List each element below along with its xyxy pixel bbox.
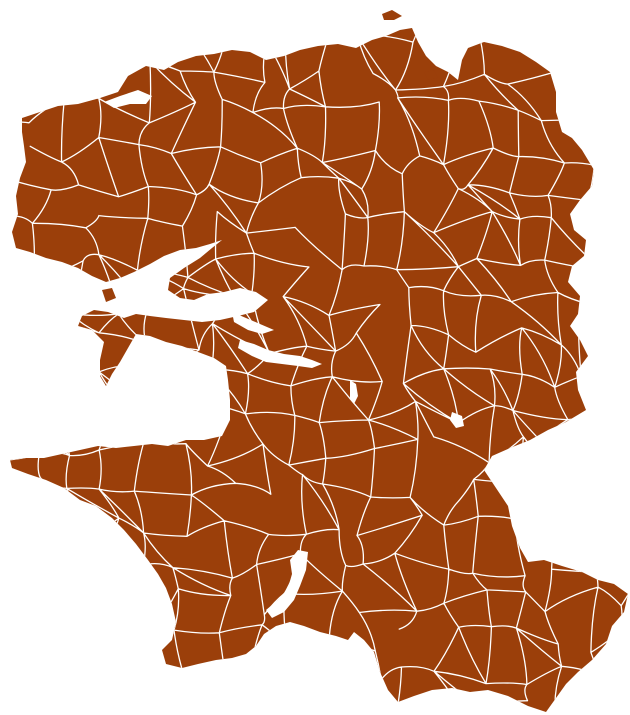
river-mouth-east [350, 380, 358, 404]
bay-north-inlet [104, 90, 152, 108]
river-mouth-south-east [450, 412, 464, 428]
island-north [382, 10, 402, 20]
islet-west [102, 288, 116, 302]
islet-north-east [424, 70, 438, 80]
estuary-central [238, 340, 322, 368]
landmass-main [10, 28, 628, 712]
estuary-south [266, 550, 308, 618]
